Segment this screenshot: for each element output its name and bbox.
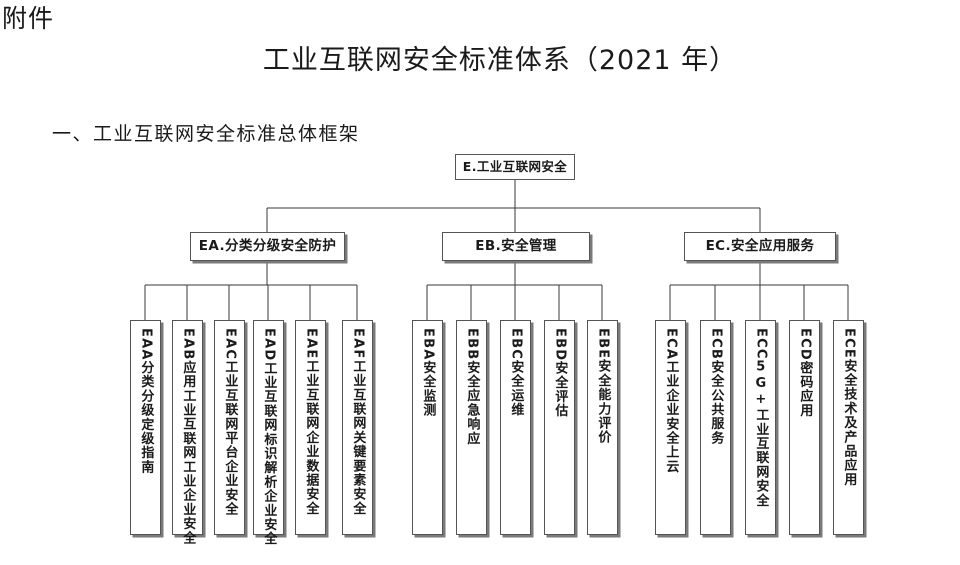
leaf-code-ecb: ECB: [708, 328, 724, 360]
leaf-name-ebb: 安全应急响应: [464, 360, 480, 446]
node-ea-classified-protection[interactable]: EA.分类分级安全防护: [190, 232, 345, 261]
leaf-name-ebe: 安全能力评价: [595, 359, 611, 445]
leaf-node-ecd[interactable]: ECD密码应用: [789, 320, 820, 535]
leaf-label-eae: EAE工业互联网企业数据安全: [303, 328, 319, 516]
leaf-name-ece: 安全技术及产品应用: [841, 358, 857, 487]
leaf-node-ece[interactable]: ECE安全技术及产品应用: [833, 320, 864, 535]
leaf-name-eab: 应用工业互联网工业企业安全: [180, 360, 196, 546]
leaf-name-eae: 工业互联网企业数据安全: [303, 359, 319, 516]
leaf-name-ecd: 密码应用: [797, 360, 813, 418]
section-heading: 一、工业互联网安全标准总体框架: [52, 123, 360, 145]
leaf-code-eaf: EAF: [350, 328, 366, 360]
leaf-node-ebb[interactable]: EBB安全应急响应: [456, 320, 487, 535]
leaf-label-ece: ECE安全技术及产品应用: [841, 328, 857, 487]
leaf-node-ebe[interactable]: EBE安全能力评价: [587, 320, 618, 535]
leaf-code-ebb: EBB: [464, 328, 480, 361]
node-ea-label: EA.分类分级安全防护: [198, 237, 337, 254]
leaf-code-ebe: EBE: [595, 328, 611, 360]
leaf-code-ebd: EBD: [552, 328, 568, 362]
leaf-name-eca: 工业企业安全上云: [663, 360, 679, 474]
leaf-node-ead[interactable]: EAD工业互联网标识解析企业安全: [253, 320, 284, 546]
leaf-code-ead: EAD: [261, 328, 277, 362]
leaf-code-eae: EAE: [303, 328, 319, 360]
leaf-name-eaf: 工业互联网关键要素安全: [350, 359, 366, 516]
leaf-code-eaa: EAA: [138, 328, 154, 361]
leaf-name-ebc: 安全运维: [508, 359, 524, 417]
leaf-node-eae[interactable]: EAE工业互联网企业数据安全: [295, 320, 326, 535]
leaf-code-ecd: ECD: [797, 328, 813, 361]
leaf-node-ebc[interactable]: EBC安全运维: [500, 320, 531, 535]
node-root-label: E.工业互联网安全: [462, 158, 568, 174]
leaf-code-ece: ECE: [841, 328, 857, 359]
leaf-name-ecc: 5G+工业互联网安全: [753, 359, 769, 508]
leaf-node-ebd[interactable]: EBD安全评估: [544, 320, 575, 535]
leaf-name-ebd: 安全评估: [552, 361, 568, 418]
leaf-node-eba[interactable]: EBA安全监测: [412, 320, 443, 535]
leaf-label-ecb: ECB安全公共服务: [708, 328, 724, 446]
leaf-name-eaa: 分类分级定级指南: [138, 360, 154, 475]
leaf-node-eac[interactable]: EAC工业互联网平台企业安全: [214, 320, 245, 535]
leaf-label-eaf: EAF工业互联网关键要素安全: [350, 328, 366, 516]
leaf-label-eca: ECA工业企业安全上云: [663, 328, 679, 474]
leaf-label-ecd: ECD密码应用: [797, 328, 813, 418]
node-eb-security-management[interactable]: EB.安全管理: [442, 232, 590, 261]
leaf-label-ebd: EBD安全评估: [552, 328, 568, 418]
leaf-label-ebe: EBE安全能力评价: [595, 328, 611, 445]
leaf-label-eac: EAC工业互联网平台企业安全: [222, 328, 238, 517]
leaf-code-eac: EAC: [222, 328, 238, 361]
leaf-label-ebc: EBC安全运维: [508, 328, 524, 417]
leaf-node-eca[interactable]: ECA工业企业安全上云: [655, 320, 686, 535]
leaf-code-ebc: EBC: [508, 328, 524, 360]
leaf-node-ecb[interactable]: ECB安全公共服务: [700, 320, 731, 535]
leaf-node-eaf[interactable]: EAF工业互联网关键要素安全: [342, 320, 373, 535]
node-ec-security-application-service[interactable]: EC.安全应用服务: [684, 232, 836, 261]
node-root-industrial-internet-security[interactable]: E.工业互联网安全: [455, 154, 575, 180]
leaf-code-eca: ECA: [663, 328, 679, 361]
leaf-node-eaa[interactable]: EAA分类分级定级指南: [130, 320, 161, 535]
leaf-name-eac: 工业互联网平台企业安全: [222, 360, 238, 517]
leaf-node-ecc[interactable]: ECC5G+工业互联网安全: [745, 320, 776, 535]
leaf-name-eba: 安全监测: [420, 360, 436, 418]
leaf-name-ecb: 安全公共服务: [708, 359, 724, 446]
leaf-name-ead: 工业互联网标识解析企业安全: [261, 361, 277, 546]
leaf-code-ecc: ECC: [753, 328, 769, 360]
leaf-label-ebb: EBB安全应急响应: [464, 328, 480, 446]
leaf-code-eba: EBA: [420, 328, 436, 361]
node-ec-label: EC.安全应用服务: [705, 237, 815, 254]
leaf-node-eab[interactable]: EAB应用工业互联网工业企业安全: [172, 320, 203, 545]
node-eb-label: EB.安全管理: [475, 237, 557, 254]
leaf-label-eaa: EAA分类分级定级指南: [138, 328, 154, 475]
leaf-label-eba: EBA安全监测: [420, 328, 436, 418]
leaf-label-ead: EAD工业互联网标识解析企业安全: [261, 328, 277, 546]
page-title: 工业互联网安全标准体系（2021 年）: [262, 45, 738, 76]
leaf-label-ecc: ECC5G+工业互联网安全: [753, 328, 769, 508]
leaf-label-eab: EAB应用工业互联网工业企业安全: [180, 328, 196, 546]
attachment-label: 附件: [2, 4, 55, 33]
leaf-code-eab: EAB: [180, 328, 196, 361]
